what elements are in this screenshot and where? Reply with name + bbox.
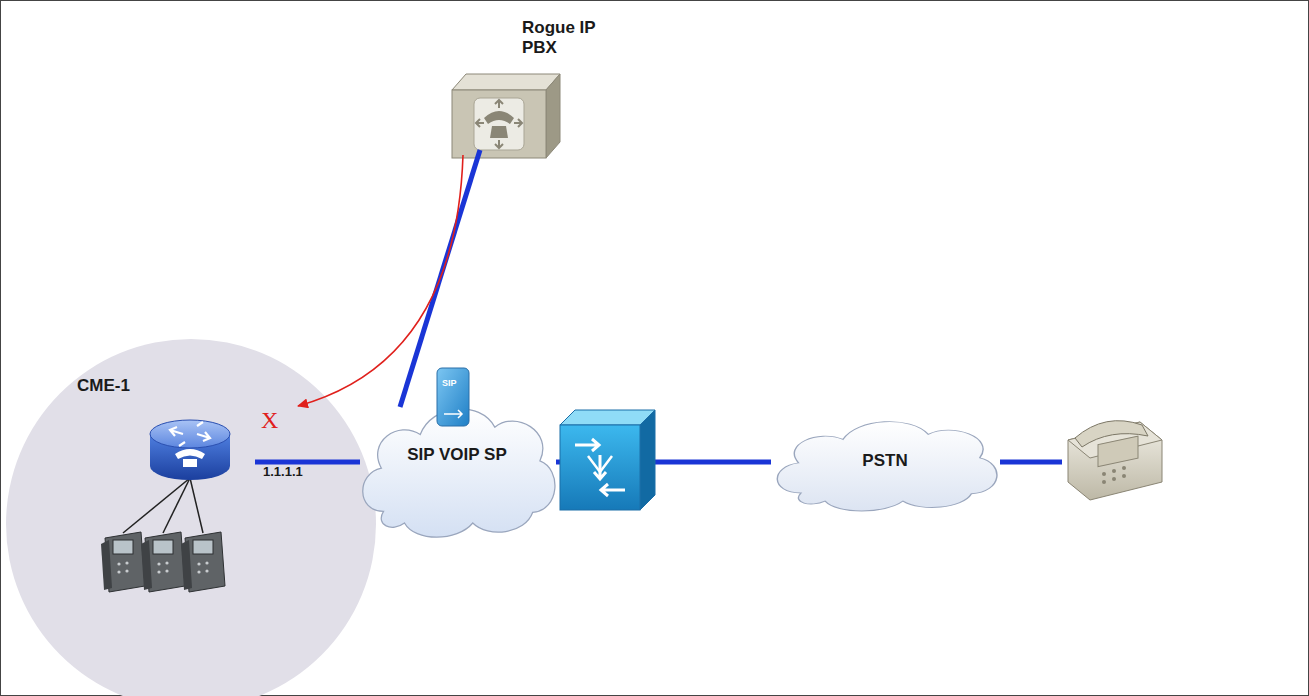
node-label: PSTN — [825, 451, 945, 471]
blocked-mark: X — [261, 407, 278, 433]
phone-wire — [1000, 460, 1062, 465]
attack-arrow — [298, 155, 463, 406]
node-label: Rogue IP PBX — [522, 18, 608, 58]
cloud-node: PSTN — [765, 405, 1005, 515]
cloud-node: SIP VOIP SP — [352, 385, 562, 543]
network-link — [400, 150, 480, 407]
network-link — [556, 460, 771, 465]
address-label: 1.1.1.1 — [263, 465, 303, 479]
pbx-node: Rogue IP PBX — [448, 12, 620, 154]
cme-region — [5, 338, 377, 696]
node-label: SIP VOIP SP — [407, 445, 507, 465]
telephone-icon — [1068, 421, 1162, 500]
voice-gateway-icon — [560, 410, 655, 510]
cme-node: CME-1 — [5, 338, 377, 696]
node-label: CME-1 — [77, 376, 157, 396]
sip-badge-text: SIP — [442, 379, 457, 389]
